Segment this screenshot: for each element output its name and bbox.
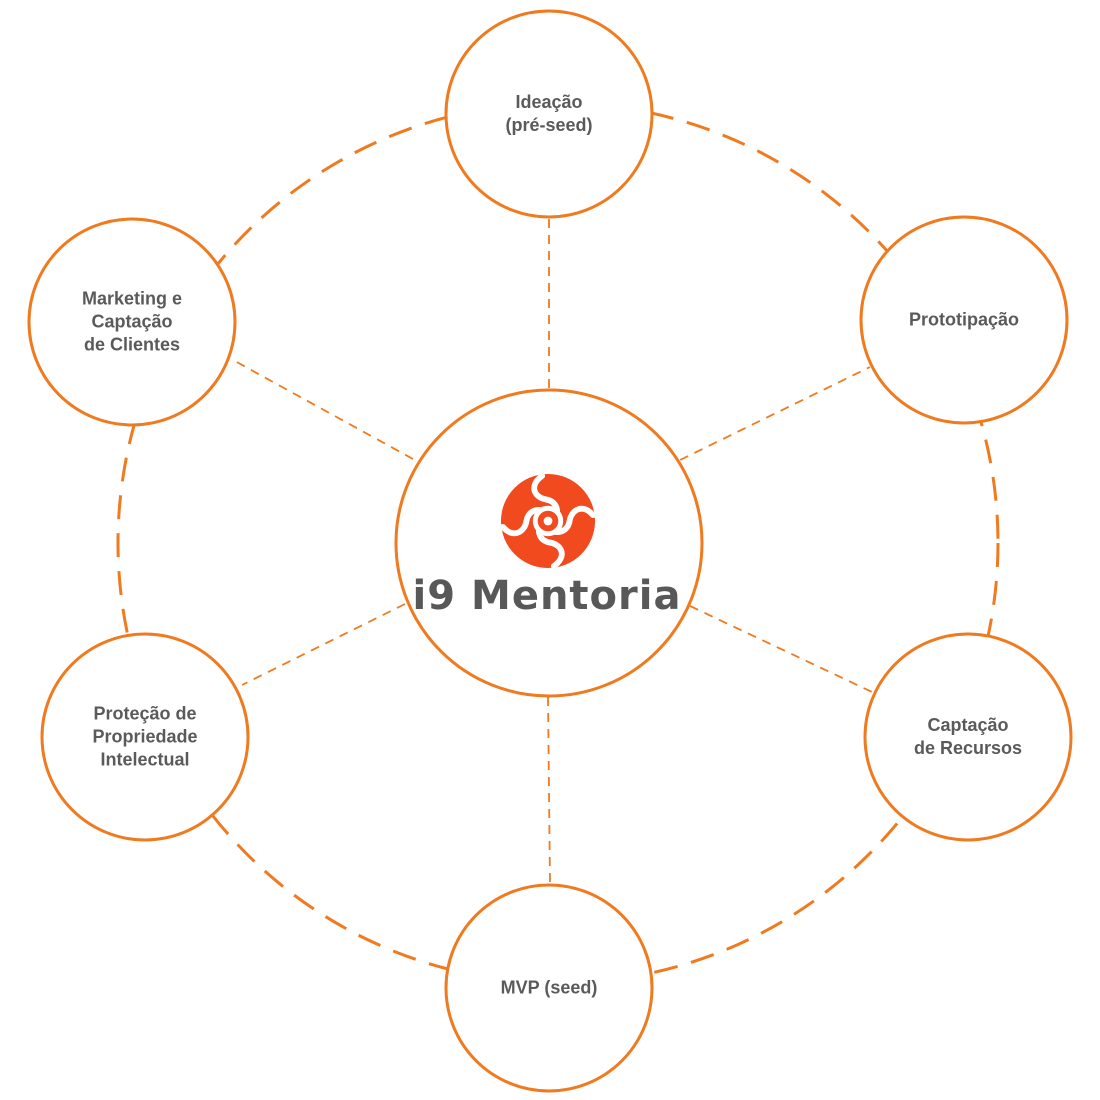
spoke-captacao-recursos — [689, 605, 873, 693]
node-text-line: Prototipação — [908, 309, 1019, 330]
node-label-ideacao: Ideação (pré-seed) — [454, 91, 644, 137]
spoke-prototipacao — [679, 366, 871, 461]
node-text-line: MVP (seed) — [500, 977, 598, 998]
node-text-line: Captação — [927, 715, 1009, 735]
node-circle-mvp[interactable] — [444, 883, 654, 1093]
node-circle-captacao-recursos[interactable] — [863, 632, 1073, 842]
node-text-line: Marketing e — [81, 288, 183, 309]
node-label-marketing: Marketing e Captação de Clientes — [37, 288, 227, 357]
node-text-line: Ideação — [515, 92, 583, 112]
node-circle-protecao[interactable] — [40, 632, 250, 842]
i9-mentoria-logo-icon — [499, 472, 597, 570]
spoke-mvp — [547, 696, 551, 886]
node-text-line: Intelectual — [100, 749, 190, 770]
node-text-line: de Clientes — [83, 334, 181, 355]
node-label-mvp: MVP (seed) — [454, 977, 644, 1000]
node-text-line: (pré-seed) — [505, 115, 593, 135]
spokes — [232, 219, 873, 886]
spoke-protecao — [241, 603, 406, 686]
node-label-protecao: Proteção de Propriedade Intelectual — [50, 703, 240, 772]
node-circle-prototipacao[interactable] — [859, 215, 1069, 425]
node-text-line: Captação — [91, 311, 173, 332]
node-circles — [27, 9, 1073, 1093]
center-title: i9 Mentoria — [412, 573, 682, 619]
node-label-prototipacao: Prototipação — [869, 309, 1059, 332]
node-circle-marketing[interactable] — [27, 217, 237, 427]
node-text-line: Propriedade — [92, 726, 198, 747]
node-label-captacao-recursos: Captação de Recursos — [873, 714, 1063, 760]
node-circle-ideacao[interactable] — [444, 9, 654, 219]
node-text-line: Proteção de — [93, 703, 197, 724]
node-text-line: de Recursos — [913, 738, 1023, 758]
spoke-marketing — [232, 359, 414, 460]
